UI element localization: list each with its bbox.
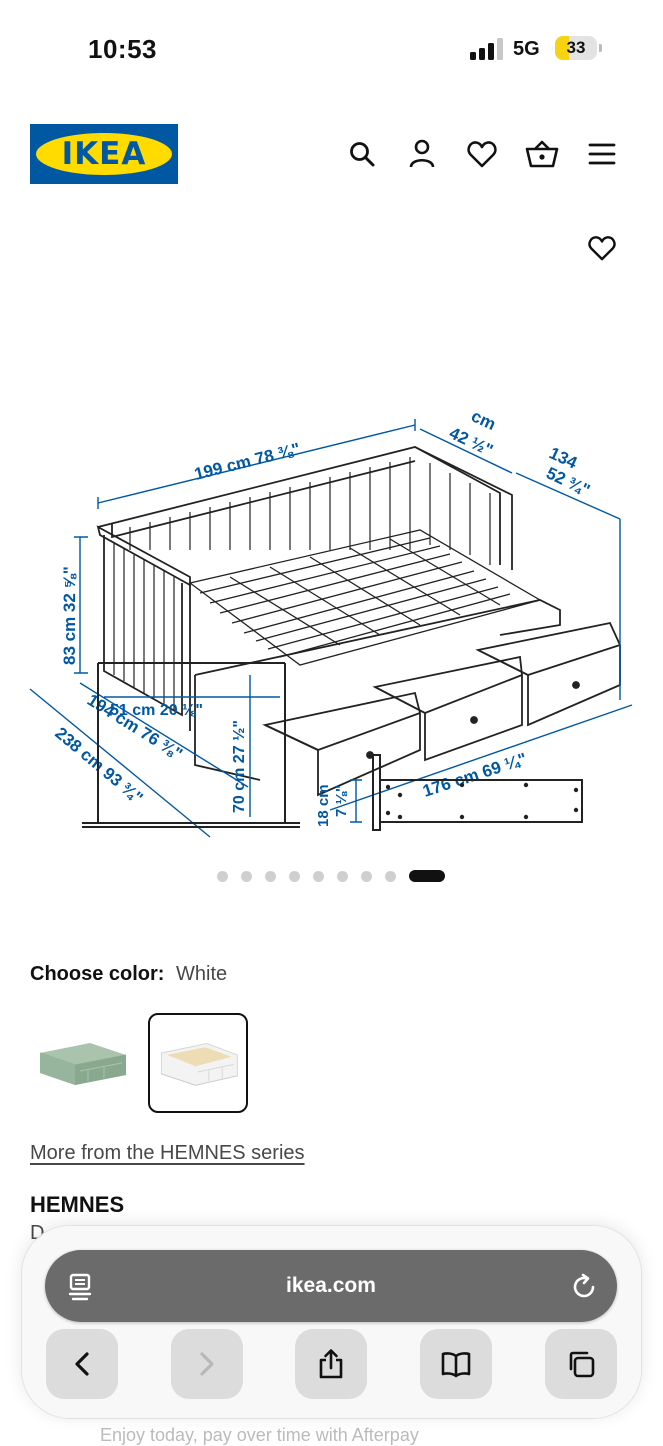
reload-icon[interactable] [569,1272,599,1302]
dimension-depth-cm-label: cm [468,406,498,434]
dimension-height-label: 83 cm 32 ⅝" [60,566,79,665]
url-text: ikea.com [286,1274,376,1297]
choose-color-label: Choose color: [30,963,165,985]
add-to-favorites-icon[interactable] [583,229,621,267]
carousel-dot[interactable] [385,871,396,882]
choose-color: Choose color: White [30,963,227,986]
dimension-extended-length-label: 176 cm 69 ¼" [420,749,529,801]
logo-text: IKEA [61,136,147,172]
carousel-dot[interactable] [409,870,445,882]
carousel-dot[interactable] [289,871,300,882]
carousel-dot[interactable] [217,871,228,882]
carousel-dot[interactable] [337,871,348,882]
site-header: IKEA [0,110,663,200]
favorites-icon[interactable] [462,134,502,174]
dimension-width-label: 199 cm 78 ⅜" [192,439,302,484]
bookmarks-button[interactable] [420,1329,492,1399]
logo-oval [36,133,172,175]
browser-toolbar: ikea.com [22,1226,641,1418]
chevron-left-icon [75,1352,89,1376]
battery-tip [599,44,602,52]
chevron-right-icon [200,1352,214,1376]
tabs-icon [569,1351,595,1378]
status-time: 10:53 [88,34,157,64]
dimension-drawer-height-in-label: 7 ⅛" [333,785,350,817]
color-swatch-gray-green[interactable] [30,1013,130,1113]
battery-level [555,36,569,60]
dimension-seat-depth-label: 51 cm 20 ⅛" [110,702,203,719]
afterpay-promo-text[interactable]: Enjoy today, pay over time with Afterpay [100,1425,419,1445]
page-settings-icon[interactable] [65,1272,95,1302]
battery-percent: 33 [566,38,586,57]
share-icon [319,1349,343,1379]
address-bar[interactable]: ikea.com [45,1250,617,1322]
dimension-seat-height-label: 70 cm 27 ½" [231,720,248,813]
book-icon [441,1352,471,1378]
battery-icon: 33 [555,36,597,60]
search-icon[interactable] [342,134,382,174]
dimension-drawer-height-cm-label: 18 cm [315,784,332,827]
carousel-dot[interactable] [361,871,372,882]
back-button[interactable] [46,1329,118,1399]
network-type: 5G [513,38,540,60]
product-image-gallery[interactable]: 199 cm 78 ⅜" cm 42 ½" 134 52 ¾" 83 cm 32… [0,205,663,855]
carousel-dot[interactable] [265,871,276,882]
menu-icon[interactable] [582,134,622,174]
shopping-cart-icon[interactable] [522,134,562,174]
share-button[interactable] [295,1329,367,1399]
color-swatch-white[interactable] [148,1013,248,1113]
account-icon[interactable] [402,134,442,174]
status-bar: 10:53 5G 33 [0,0,663,100]
dimension-drawing: 199 cm 78 ⅜" cm 42 ½" 134 52 ¾" 83 cm 32… [29,406,633,838]
carousel-dots[interactable] [0,868,663,884]
carousel-dot[interactable] [241,871,252,882]
forward-button[interactable] [171,1329,243,1399]
tabs-button[interactable] [545,1329,617,1399]
selected-color-value: White [176,963,228,985]
product-name: HEMNES [30,1192,125,1217]
hemnes-series-link[interactable]: More from the HEMNES series [30,1142,305,1164]
signal-strength-icon [470,38,504,60]
carousel-dot[interactable] [313,871,324,882]
ikea-logo[interactable]: IKEA [30,124,178,184]
